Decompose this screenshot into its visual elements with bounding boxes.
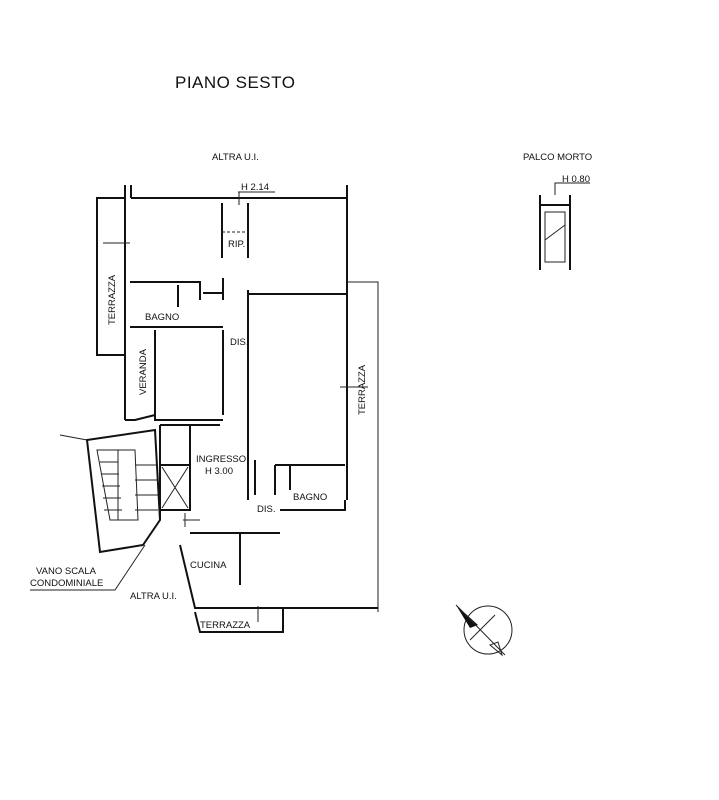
label-veranda: VERANDA xyxy=(138,348,149,395)
walls xyxy=(96,185,379,633)
label-terrazza-left: TERRAZZA xyxy=(107,274,118,325)
label-dis-2: DIS. xyxy=(257,504,275,515)
label-altra-ui-bottom: ALTRA U.I. xyxy=(130,591,177,602)
label-terrazza-bottom: TERRAZZA xyxy=(200,620,251,631)
label-bagno-1: BAGNO xyxy=(145,312,179,323)
palco-morto-plan xyxy=(539,182,590,270)
north-arrow-icon xyxy=(455,604,513,657)
plan-title: PIANO SESTO xyxy=(175,73,295,92)
label-h-214: H 2.14 xyxy=(241,182,269,193)
label-h-300: H 3.00 xyxy=(205,466,233,477)
stairwell xyxy=(30,428,162,591)
label-terrazza-right: TERRAZZA xyxy=(357,364,368,415)
label-cucina: CUCINA xyxy=(190,560,227,571)
label-vano-scala-1: VANO SCALA xyxy=(36,566,97,577)
label-dis-1: DIS. xyxy=(230,337,248,348)
label-altra-ui-top: ALTRA U.I. xyxy=(212,152,259,163)
label-palco-morto: PALCO MORTO xyxy=(523,152,592,163)
label-h-080: H 0.80 xyxy=(562,174,590,185)
label-rip: RIP. xyxy=(228,239,245,250)
label-ingresso: INGRESSO xyxy=(196,454,246,465)
label-bagno-2: BAGNO xyxy=(293,492,327,503)
label-vano-scala-2: CONDOMINIALE xyxy=(30,578,103,589)
